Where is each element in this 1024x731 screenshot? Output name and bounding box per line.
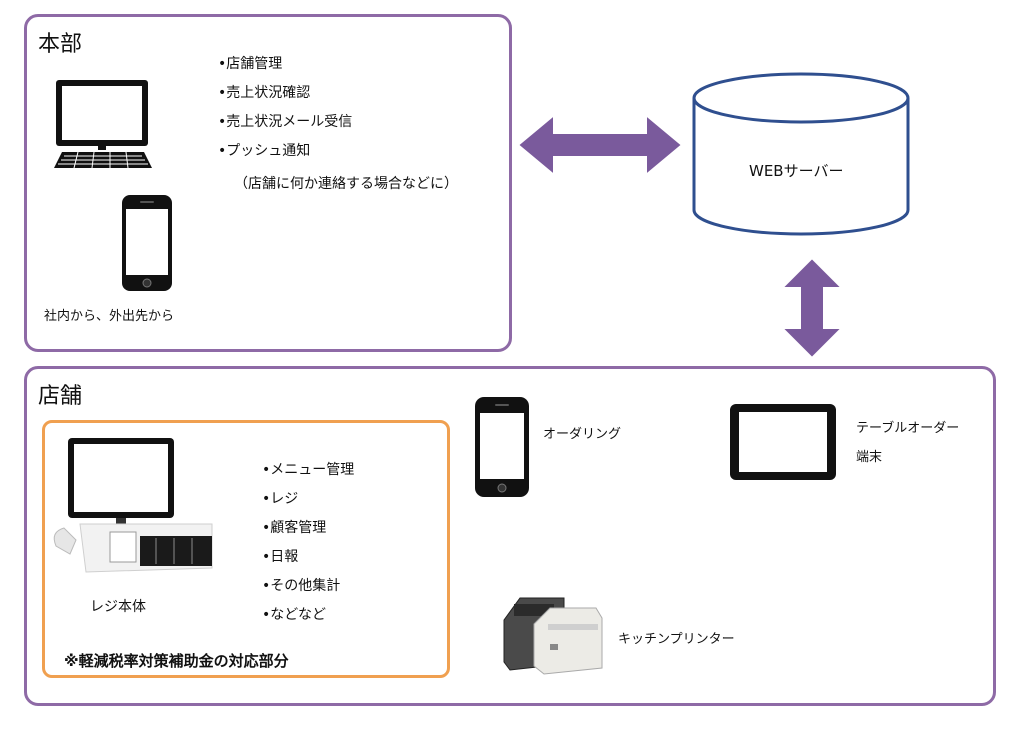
server-label: WEBサーバー — [749, 162, 844, 180]
double-arrow-vertical-icon — [779, 256, 845, 360]
list-item: •日報 — [262, 549, 299, 565]
double-arrow-horizontal-icon — [516, 112, 684, 178]
desktop-computer-icon — [54, 80, 152, 169]
table-order-label-line1: テーブルオーダー — [856, 421, 960, 436]
list-item: •レジ — [262, 491, 299, 507]
ordering-phone-icon — [475, 397, 529, 497]
store-title: 店舗 — [38, 384, 83, 409]
list-item: •売上状況メール受信 — [218, 114, 353, 130]
list-item: •顧客管理 — [262, 520, 327, 536]
register-caption: レジ本体 — [90, 599, 146, 615]
list-item: •店舗管理 — [218, 56, 283, 72]
register-feature-list: •メニュー管理 •レジ •顧客管理 •日報 •その他集計 •などなど — [262, 456, 354, 630]
list-item: •売上状況確認 — [218, 85, 311, 101]
list-item: •メニュー管理 — [262, 462, 355, 478]
list-item: •プッシュ通知 — [218, 143, 311, 159]
kitchen-printer-icon — [503, 597, 603, 675]
subsidy-note: ※軽減税率対策補助金の対応部分 — [64, 652, 289, 670]
headquarters-title: 本部 — [38, 32, 83, 57]
headquarters-panel — [24, 14, 512, 352]
printer-label: キッチンプリンター — [618, 632, 735, 647]
device-caption: 社内から、外出先から — [44, 309, 175, 324]
pos-register-icon — [53, 438, 213, 573]
table-order-label-line2: 端末 — [856, 450, 883, 465]
table-order-tablet-icon — [730, 404, 836, 480]
headquarters-feature-list: •店舗管理 •売上状況確認 •売上状況メール受信 •プッシュ通知 — [218, 50, 352, 166]
list-item: •などなど — [262, 607, 326, 623]
ordering-label: オーダリング — [543, 427, 622, 442]
feature-note: （店舗に何か連絡する場合などに） — [234, 176, 458, 192]
list-item: •その他集計 — [262, 578, 341, 594]
smartphone-icon — [122, 195, 172, 291]
web-server-icon — [692, 72, 910, 236]
